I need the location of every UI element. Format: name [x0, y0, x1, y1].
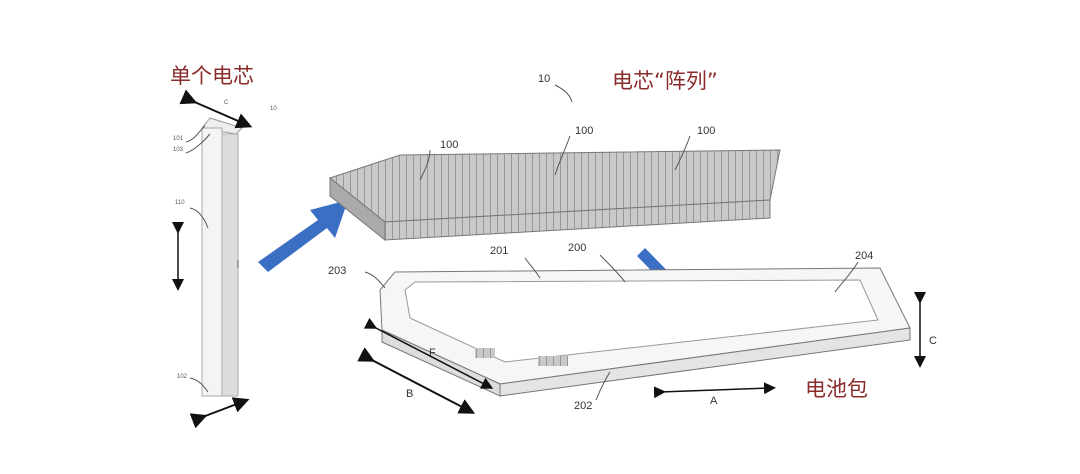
label-100-a: 100 — [440, 139, 458, 151]
label-103: 103 — [173, 147, 184, 153]
dimension-f: F — [429, 347, 436, 359]
blue-arrow-to-array — [258, 200, 348, 272]
cell-array-drawing: 100 100 100 10 — [328, 73, 781, 242]
battery-pack-title: 电池包 — [805, 377, 868, 401]
label-c-cell: C — [224, 100, 229, 106]
battery-tray-drawing: 201 200 204 203 202 F B A C — [328, 242, 937, 414]
single-cell-title: 单个电芯 — [170, 64, 254, 88]
label-202: 202 — [574, 400, 592, 412]
dimension-c: C — [929, 335, 937, 347]
single-cell-drawing: 101 103 110 102 10 C — [172, 89, 277, 429]
dimension-b: B — [406, 388, 413, 400]
label-201: 201 — [490, 245, 508, 257]
label-200: 200 — [568, 242, 586, 254]
label-204: 204 — [855, 250, 873, 262]
label-110: 110 — [175, 200, 185, 206]
label-10: 10 — [538, 73, 550, 85]
label-100-b: 100 — [575, 125, 593, 137]
cell-array-title: 电芯“阵列” — [612, 69, 718, 93]
dimension-a: A — [710, 395, 718, 407]
label-203: 203 — [328, 265, 346, 277]
label-100-c: 100 — [697, 125, 715, 137]
label-102: 102 — [177, 374, 188, 380]
label-101: 101 — [173, 136, 184, 142]
label-10-cell: 10 — [270, 106, 277, 112]
